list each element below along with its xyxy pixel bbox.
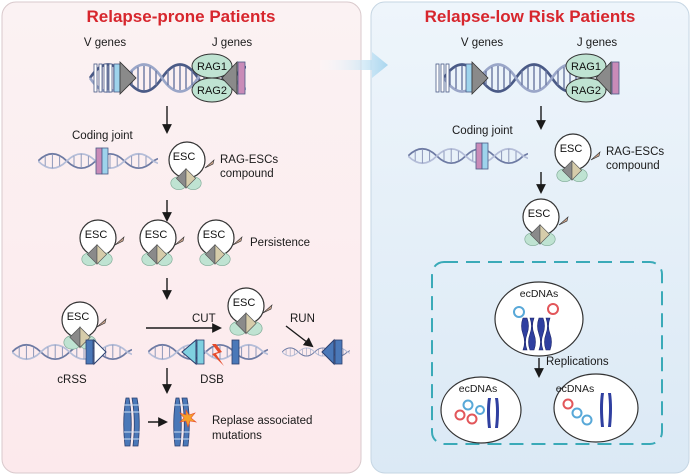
esc-label: ESC — [85, 229, 108, 241]
v-gene-segments — [93, 61, 137, 95]
chromosome-normal — [123, 397, 140, 447]
crss-binding: ESC — [12, 301, 132, 366]
run-dna — [282, 338, 350, 366]
chromosome-cluster — [521, 317, 552, 351]
ecdnas-label-right: ecDNAs — [556, 383, 595, 395]
esc-label: ESC — [528, 208, 551, 220]
coding-joint-label: Coding joint — [72, 130, 134, 142]
esc-complex-cut: ESC — [227, 287, 273, 336]
right-panel-title: Relapse-low Risk Patients — [425, 7, 636, 26]
v-genes-label: V genes — [84, 37, 126, 49]
mutations-label-line2: mutations — [212, 430, 262, 442]
rag2-label: RAG2 — [197, 85, 227, 97]
mutation-burst-icon — [179, 408, 198, 428]
compound-label-right-line1: RAG-ESCs — [606, 146, 664, 158]
ecdna-cell-parent: ecDNAs — [494, 281, 584, 357]
mutations-label-line1: Replase associated — [212, 415, 312, 427]
persistence-label: Persistence — [250, 237, 310, 249]
cut-label: CUT — [192, 313, 216, 325]
compound-label-line2: compound — [220, 168, 274, 180]
rag1-label: RAG1 — [197, 61, 227, 73]
ecdnas-label-left: ecDNAs — [459, 383, 498, 395]
cleaved-dna — [148, 338, 268, 366]
panel-transition-arrow — [320, 52, 388, 78]
esc-complex-3: ESC — [197, 219, 243, 266]
run-arrow — [285, 325, 314, 348]
rag1-label-right: RAG1 — [571, 61, 601, 73]
ecdna-dashed-box — [431, 261, 663, 445]
ecdnas-label-parent: ecDNAs — [520, 288, 559, 300]
esc-complex-2: ESC — [139, 219, 185, 266]
coding-joint-dna-right — [408, 142, 528, 170]
dsb-label: DSB — [200, 374, 224, 386]
ecdna-cell-daughter-left: ecDNAs — [440, 376, 522, 444]
j-genes-label-right: J genes — [577, 37, 618, 49]
rag-esc-compound: ESC — [168, 141, 215, 190]
coding-joint-dna — [38, 147, 158, 175]
rag-esc-compound-right: ESC — [554, 133, 601, 182]
coding-joint-label-right: Coding joint — [452, 125, 514, 137]
esc-label: ESC — [233, 297, 256, 309]
j-genes-label: J genes — [212, 37, 253, 49]
compound-label-line1: RAG-ESCs — [220, 154, 278, 166]
left-panel-title: Relapse-prone Patients — [87, 7, 276, 26]
chromosome-mutated — [173, 397, 198, 447]
germline-dna-left: RAG1 RAG2 — [88, 53, 248, 103]
esc-label: ESC — [145, 229, 168, 241]
esc-label: ESC — [560, 143, 583, 155]
esc-complex-1: ESC — [79, 219, 125, 266]
rag-complex: RAG1 RAG2 — [191, 53, 246, 103]
ecdna-cell-daughter-right: ecDNAs — [553, 373, 639, 443]
v-genes-label-right: V genes — [461, 37, 503, 49]
compound-label-right-line2: compound — [606, 160, 660, 172]
replications-label: Replications — [546, 356, 609, 368]
germline-dna-right: RAG1 RAG2 — [435, 53, 620, 103]
rag2-label-right: RAG2 — [571, 85, 601, 97]
esc-complex-right: ESC — [522, 198, 569, 246]
esc-label: ESC — [173, 151, 196, 163]
esc-label: ESC — [67, 311, 90, 323]
run-label: RUN — [290, 313, 315, 325]
crss-label: cRSS — [57, 374, 87, 386]
dsb-lightning-icon — [212, 344, 224, 366]
esc-label: ESC — [203, 229, 226, 241]
